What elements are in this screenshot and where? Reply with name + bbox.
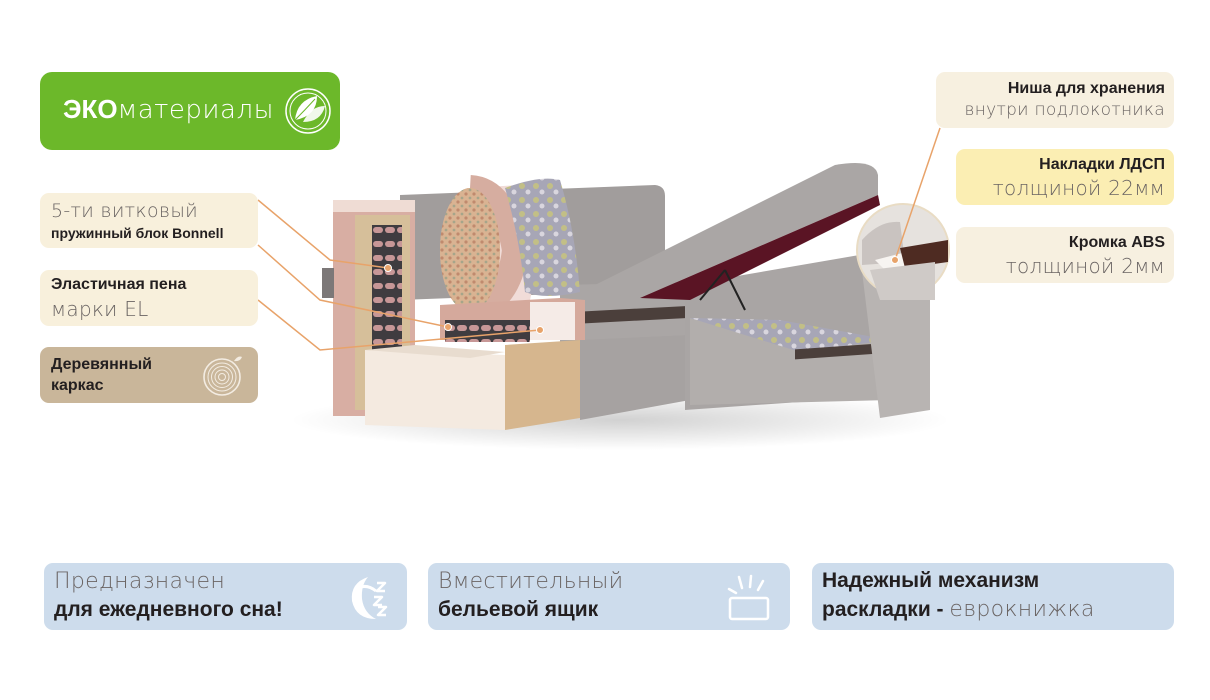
eco-badge-light: материалы: [117, 95, 274, 125]
feature-linen-box: Вместительный бельевой ящик: [428, 563, 790, 630]
abs-line1: Кромка ABS: [1068, 234, 1165, 251]
mech-line1: Надежный механизм: [822, 569, 1040, 592]
wood-line1-text: Деревянный: [51, 356, 152, 373]
eco-materials-badge: ЭКОматериалы: [40, 72, 340, 150]
feature-daily-sleep: Предназначен для ежедневного сна!: [44, 563, 407, 630]
wood-line2-text: каркас: [51, 377, 104, 394]
spring-line2: пружинный блок Bonnell: [51, 225, 224, 241]
foam-line2: марки EL: [51, 297, 149, 321]
niche-line2: внутри подлокотника: [964, 100, 1165, 120]
storage-line1: Вместительный: [438, 569, 624, 594]
label-wooden-frame: Деревянный каркас: [40, 347, 258, 403]
mech-line2: раскладки - еврокнижка: [822, 597, 1095, 622]
mech-line2-bold: раскладки -: [822, 598, 950, 621]
label-ldsp-panels: Накладки ЛДСП толщиной 22мм: [956, 149, 1174, 205]
abs-line2: толщиной 2мм: [1005, 254, 1165, 278]
label-spring-block: 5-ти витковый пружинный блок Bonnell: [40, 193, 258, 248]
label-elastic-foam: Эластичная пена марки EL: [40, 270, 258, 326]
feature-eurobook-mechanism: Надежный механизм раскладки - еврокнижка: [812, 563, 1174, 630]
label-storage-niche: Ниша для хранения внутри подлокотника: [936, 72, 1174, 128]
leaf-icon: [285, 88, 331, 134]
moon-sleep-icon: [351, 577, 388, 619]
label-abs-edge: Кромка ABS толщиной 2мм: [956, 227, 1174, 283]
wood-line1: Деревянный каркас: [51, 354, 152, 396]
open-box-icon: [727, 574, 770, 621]
ldsp-line1: Накладки ЛДСП: [1039, 156, 1165, 173]
sleep-line2: для ежедневного сна!: [54, 598, 283, 621]
spring-line1: 5-ти витковый: [51, 200, 198, 222]
niche-line1: Ниша для хранения: [1007, 80, 1165, 97]
sleep-line1: Предназначен: [54, 569, 226, 594]
ldsp-line2: толщиной 22мм: [992, 176, 1165, 200]
foam-line1: Эластичная пена: [51, 276, 187, 293]
tree-ring-icon: [203, 356, 242, 396]
mech-line2-light: еврокнижка: [949, 597, 1095, 622]
eco-badge-bold: ЭКО: [63, 94, 118, 124]
storage-line2: бельевой ящик: [438, 598, 599, 621]
